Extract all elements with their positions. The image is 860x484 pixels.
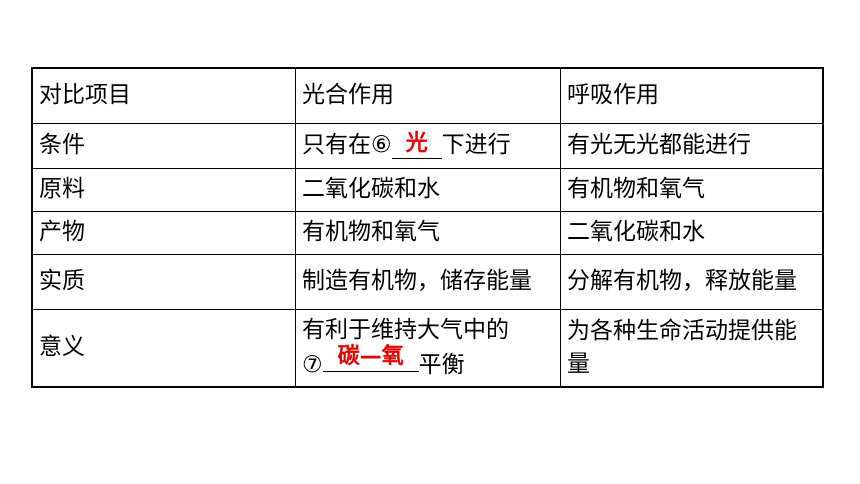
respiration-significance-line-2: 量 xyxy=(567,351,590,377)
significance-line-2: ⑦ 碳—氧平衡 xyxy=(302,344,465,382)
header-item: 对比项目 xyxy=(33,69,296,124)
condition-text-post: 下进行 xyxy=(441,132,511,159)
significance-line-1: 有利于维持大气中的 xyxy=(302,316,509,343)
significance-text-post: 平衡 xyxy=(418,352,465,379)
respiration-raw-materials: 有机物和氧气 xyxy=(561,169,822,212)
header-respiration: 呼吸作用 xyxy=(561,69,822,124)
header-photosynthesis: 光合作用 xyxy=(296,69,561,124)
blank-6: 光 xyxy=(391,130,442,159)
respiration-products: 二氧化碳和水 xyxy=(561,212,822,255)
row-label-raw-materials: 原料 xyxy=(33,169,296,212)
photosynthesis-essence: 制造有机物，储存能量 xyxy=(296,255,561,310)
photosynthesis-condition: 只有在⑥ 光下进行 xyxy=(296,124,561,169)
blank-7: 碳—氧 xyxy=(322,344,419,373)
row-label-essence: 实质 xyxy=(33,255,296,310)
photosynthesis-products: 有机物和氧气 xyxy=(296,212,561,255)
respiration-condition: 有光无光都能进行 xyxy=(561,124,822,169)
respiration-significance-line-1: 为各种生命活动提供能 xyxy=(567,317,797,344)
row-label-significance: 意义 xyxy=(33,310,296,386)
row-label-condition: 条件 xyxy=(33,124,296,169)
significance-text-pre: ⑦ xyxy=(302,352,323,379)
row-label-products: 产物 xyxy=(33,212,296,255)
condition-text-pre: 只有在⑥ xyxy=(302,132,392,159)
respiration-significance: 为各种生命活动提供能 量 xyxy=(561,310,822,386)
answer-6: 光 xyxy=(405,130,428,156)
photosynthesis-raw-materials: 二氧化碳和水 xyxy=(296,169,561,212)
respiration-essence: 分解有机物，释放能量 xyxy=(561,255,822,310)
answer-7: 碳—氧 xyxy=(337,344,404,370)
comparison-table: 对比项目 光合作用 呼吸作用 条件 只有在⑥ 光下进行 有光无光都能进行 原料 二… xyxy=(31,67,824,388)
photosynthesis-significance: 有利于维持大气中的 ⑦ 碳—氧平衡 xyxy=(296,310,561,386)
